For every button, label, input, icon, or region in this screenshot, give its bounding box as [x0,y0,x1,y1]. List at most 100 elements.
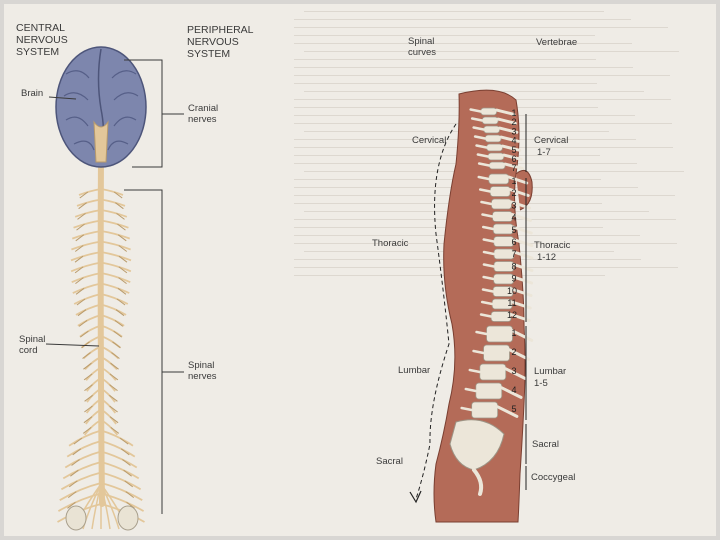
cauda-equina-strand [100,483,111,530]
spinal-nerve [100,324,123,338]
spinal-nerve-branch [74,266,84,274]
spinal-nerves-label: Spinal nerves [188,360,217,382]
vertebra-body [484,134,502,143]
vertebra-number: 4 [511,213,516,223]
rib-stub [481,213,494,218]
vertebra-number: 10 [507,286,517,296]
vertebra-number: 3 [511,366,516,376]
spinal-nerve-branch [109,405,118,413]
spinous-process [501,144,522,152]
spinal-nerve [100,198,126,207]
spinal-nerve [100,387,116,403]
rib-stub [472,126,485,131]
spinal-nerve [100,219,129,229]
vertebra-number: 5 [511,225,516,235]
spinal-nerve-branch [84,384,93,391]
spinal-nerve-branch [78,320,88,327]
vertebrae-cervical-label: Cervical [534,135,569,146]
spinal-cord-label: Spinal cord [19,334,46,356]
vertebra-body [471,401,499,419]
spinal-nerve-branch [115,309,125,317]
spinal-nerve [57,492,102,512]
spinal-nerve [100,461,140,480]
spinal-nerve-branch [124,480,134,488]
spinal-nerve [100,429,134,447]
spinal-nerve-branch [80,330,89,338]
brain-label: Brain [21,88,44,99]
spinal-nerve [100,209,128,218]
vertebrae-thoracic-label: Thoracic [534,240,571,251]
nervous-system-figure [45,46,184,531]
spinal-nerve [62,461,102,480]
spinal-nerve-branch [76,223,85,231]
spinal-nerve [71,240,102,251]
spinal-nerve [71,272,102,284]
rib-stub [477,162,491,167]
spinal-nerve [100,188,124,196]
spinal-nerve [100,251,132,262]
vertebrae-coccygeal-label: Coccygeal [531,472,576,483]
spinal-nerve-branch [83,373,93,381]
rib-stub [482,250,496,256]
rib-stub [482,263,496,268]
spinal-nerve [79,324,102,338]
spinous-process [510,213,532,222]
spinal-nerve-branch [118,245,128,252]
spinal-nerve-branch [82,352,91,359]
vertebra-number: 6 [511,237,516,247]
cns-heading: CENTRAL NERVOUS SYSTEM [16,22,68,58]
spinal-nerve-branch [118,277,127,284]
spinous-process [496,405,519,418]
brain-drawing [55,46,147,168]
spinal-nerve [100,314,125,327]
spinal-nerve-branch [123,469,132,477]
spinal-nerve-branch [83,362,92,370]
spinal-nerve-branch [72,448,82,456]
spinal-nerve [66,440,102,458]
vertebra-number: 9 [511,274,516,284]
curve-sacral-label: Sacral [376,456,403,467]
rib-stub [479,313,493,318]
spinal-nerve-branch [122,459,131,466]
spinal-nerve [100,282,130,294]
vertebrae-drawing [449,107,534,496]
rib-stub [464,387,478,393]
vertebra-body [492,223,514,235]
rib-stub [477,175,491,181]
rib-stub [472,349,485,355]
spinal-nerve [100,419,119,436]
spinal-nerve-branch [112,341,121,349]
coccyx-drawing [472,468,484,496]
spinal-nerve-branch [82,427,92,434]
spinal-nerve-branch [110,362,119,370]
spinal-nerve [71,230,102,240]
vertebra-number: 2 [511,347,516,357]
rib-stub [470,117,484,122]
spinal-nerve [85,398,102,414]
spinal-nerve-branch [120,448,130,456]
spinal-nerve-branch [84,394,93,402]
vertebra-number: 7 [511,249,516,259]
spinous-process [498,126,519,134]
curve-cervical-label: Cervical [412,135,447,146]
pns-heading: PERIPHERAL NERVOUS SYSTEM [187,24,254,60]
spinal-nerve [77,314,102,327]
spinal-nerve [100,293,129,305]
hip-bone-left [65,505,87,531]
spinous-process [512,263,534,272]
vertebra-body [486,143,503,152]
spinous-process [502,153,523,161]
spinal-nerve-branch [115,202,124,210]
torso-silhouette [433,89,526,523]
vertebra-number: 5 [511,145,516,155]
spinal-nerve-branch [119,437,129,445]
spinal-nerve-branch [109,394,118,402]
vertebra-number: 7 [511,163,516,173]
hip-bone-right [117,505,139,531]
spinal-nerve [100,408,117,425]
spinous-process [511,288,533,297]
vertebra-number: 12 [507,310,517,320]
spinal-nerve-branch [118,266,128,274]
spinal-nerve [64,450,102,469]
